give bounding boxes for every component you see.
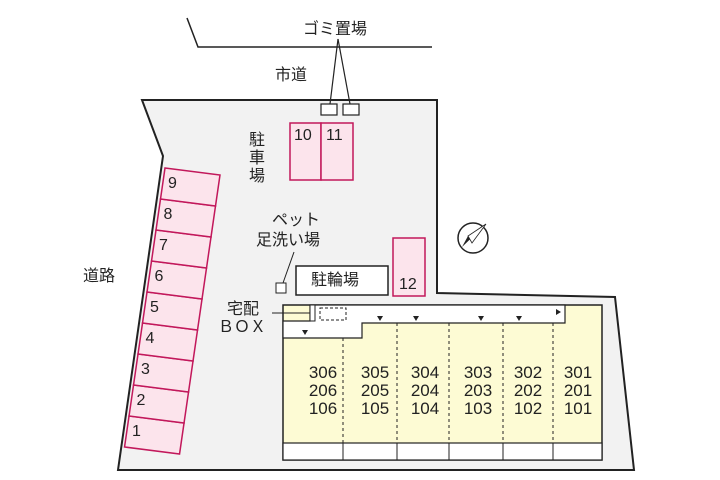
delivery-box-outline xyxy=(319,307,347,321)
parking-number-5: 5 xyxy=(150,299,159,316)
unit-number: 304 xyxy=(410,363,440,382)
parking-number-7: 7 xyxy=(159,237,168,254)
parking-number-11: 11 xyxy=(326,127,343,144)
unit-number: 204 xyxy=(410,381,440,400)
parking-space-10 xyxy=(289,122,322,181)
unit-number: 205 xyxy=(360,381,390,400)
unit-number: 201 xyxy=(563,381,593,400)
road-label: 道路 xyxy=(83,266,116,285)
unit-number: 202 xyxy=(513,381,543,400)
delivery-box-label-1: 宅配 xyxy=(227,299,260,318)
entrance-marker xyxy=(478,316,484,321)
entrance-arrow-icon xyxy=(556,309,561,315)
parking-number-6: 6 xyxy=(154,268,164,285)
entrance-marker xyxy=(302,330,308,335)
unit-number: 103 xyxy=(463,399,493,418)
entrance-marker xyxy=(516,316,522,321)
parking-label: 駐車場 xyxy=(246,131,265,185)
parking-number-1: 1 xyxy=(132,423,141,440)
parking-number-10: 10 xyxy=(294,127,312,144)
parking-number-3: 3 xyxy=(141,361,150,378)
parking-space-12 xyxy=(392,237,426,297)
delivery-box xyxy=(309,304,316,322)
unit-number: 106 xyxy=(308,399,338,418)
city-road-edge xyxy=(186,17,432,48)
parking-number-12: 12 xyxy=(399,276,417,293)
parking-number-9: 9 xyxy=(168,175,177,192)
pet-wash-area xyxy=(275,282,287,294)
parking-space-11 xyxy=(320,122,354,181)
unit-number: 206 xyxy=(308,381,338,400)
garbage-station-label: ゴミ置場 xyxy=(303,19,368,38)
unit-number: 305 xyxy=(360,363,390,382)
parking-number-8: 8 xyxy=(163,206,173,223)
pet-wash-leader xyxy=(282,251,295,284)
entrance-marker xyxy=(413,316,419,321)
garbage-station-2 xyxy=(342,103,360,116)
balcony-row xyxy=(282,442,603,461)
unit-number: 302 xyxy=(513,363,543,382)
garbage-station-1 xyxy=(320,103,338,116)
unit-number: 105 xyxy=(360,399,390,418)
compass-icon xyxy=(457,222,489,254)
bicycle-parking-label: 駐輪場 xyxy=(311,270,360,289)
unit-number: 101 xyxy=(563,399,593,418)
parking-number-4: 4 xyxy=(145,330,155,347)
unit-number: 104 xyxy=(410,399,440,418)
unit-number: 301 xyxy=(563,363,593,382)
pet-wash-label-2: 足洗い場 xyxy=(256,230,321,249)
unit-number: 203 xyxy=(463,381,493,400)
pet-wash-label-1: ペット xyxy=(272,210,321,229)
unit-number: 306 xyxy=(308,363,338,382)
parking-space-9 xyxy=(159,167,221,207)
parking-number-2: 2 xyxy=(136,392,146,409)
unit-number: 303 xyxy=(463,363,493,382)
corridor xyxy=(282,304,566,339)
bicycle-parking xyxy=(295,265,389,296)
delivery-box-label-2: ＢＯＸ xyxy=(218,317,267,336)
garbage-leader-2 xyxy=(337,38,351,105)
city-road-label: 市道 xyxy=(275,65,308,84)
unit-number: 102 xyxy=(513,399,543,418)
entrance-marker xyxy=(377,316,383,321)
garbage-leader-1 xyxy=(329,38,339,105)
